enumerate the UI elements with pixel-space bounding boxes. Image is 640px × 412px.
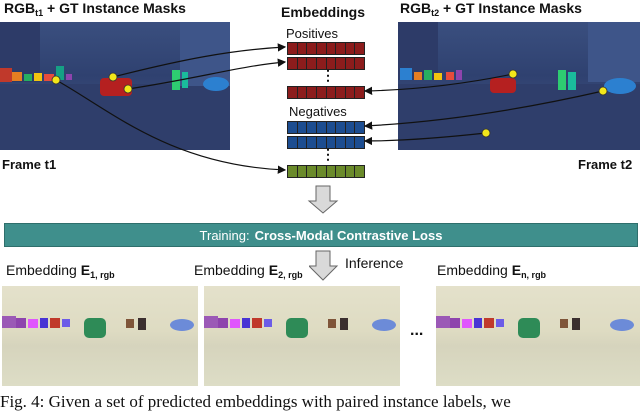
frame-t1-header: RGBt1 + GT Instance Masks	[4, 0, 186, 18]
frame-t2-header: RGBt2 + GT Instance Masks	[400, 0, 582, 18]
embedding-image-n	[436, 286, 640, 386]
figure-caption: Fig. 4: Given a set of predicted embeddi…	[0, 392, 511, 411]
frame-t1-label: Frame t1	[2, 157, 57, 172]
connection-arrows	[51, 43, 608, 214]
frame-t2-label: Frame t2	[578, 157, 633, 172]
embedding-label-n: Embedding En, rgb	[437, 262, 547, 280]
inference-arrow	[309, 250, 339, 281]
positives-label: Positives	[286, 26, 339, 41]
embedding-image-1	[2, 286, 198, 386]
outputs-ellipsis: ...	[410, 322, 424, 339]
other-embedding	[287, 165, 365, 178]
embeddings-title: Embeddings	[281, 4, 366, 20]
positive-embedding-2	[287, 57, 365, 70]
negative-embedding-1	[287, 121, 365, 134]
embedding-image-2	[204, 286, 400, 386]
embedding-label-1: Embedding E1, rgb	[6, 262, 115, 280]
positive-embedding-1	[287, 42, 365, 55]
inference-label: Inference	[345, 255, 404, 271]
negatives-label: Negatives	[289, 104, 347, 119]
embedding-label-2: Embedding E2, rgb	[194, 262, 303, 280]
training-banner: Training: Cross-Modal Contrastive Loss	[4, 223, 638, 247]
